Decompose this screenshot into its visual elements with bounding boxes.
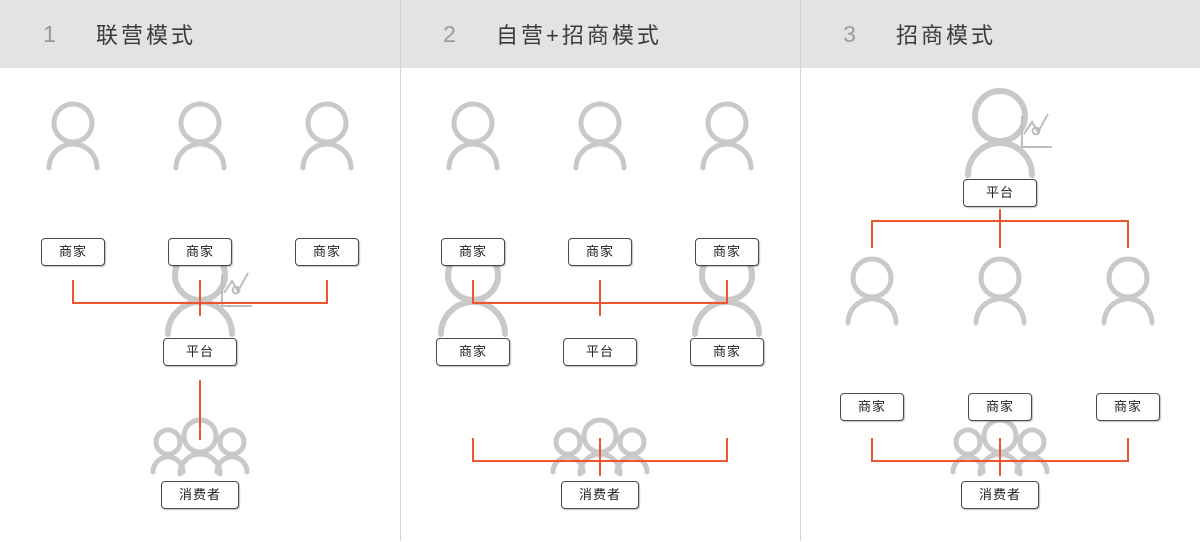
person-with-chart-icon — [965, 88, 1035, 178]
header-row: 1 联营模式 2 自营+招商模式 3 招商模式 — [0, 0, 1200, 68]
header-title-3: 招商模式 — [896, 23, 997, 48]
chip-platform-top[interactable]: 平台 — [963, 179, 1037, 207]
panel-1: 商家 商家 商家 平台 消费者 — [0, 68, 400, 542]
chip-merchant-mid-right[interactable]: 商家 — [690, 338, 764, 366]
chip-merchant-mid-right[interactable]: 商家 — [1096, 393, 1160, 421]
chip-merchant-top-left[interactable]: 商家 — [41, 238, 105, 266]
chip-consumer-bottom[interactable]: 消费者 — [161, 481, 239, 509]
person-icon — [446, 101, 500, 171]
header-cell-2: 2 自营+招商模式 — [400, 0, 800, 68]
connector-lines — [72, 280, 328, 440]
person-icon — [300, 101, 354, 171]
chip-merchant-mid-left[interactable]: 商家 — [436, 338, 510, 366]
header-number-2: 2 — [443, 20, 457, 47]
chip-merchant-mid-left[interactable]: 商家 — [840, 393, 904, 421]
chip-merchant-top-right[interactable]: 商家 — [695, 238, 759, 266]
chip-merchant-mid-center[interactable]: 商家 — [968, 393, 1032, 421]
panel-3: 平台 商家 商家 商家 消费者 — [800, 68, 1200, 542]
person-icon — [573, 101, 627, 171]
header-title-1: 联营模式 — [96, 23, 197, 48]
chip-merchant-top-center[interactable]: 商家 — [168, 238, 232, 266]
panel-2: 商家 商家 商家 商家 平台 商家 消费者 — [400, 68, 800, 542]
chip-platform-middle[interactable]: 平台 — [163, 338, 237, 366]
person-icon — [845, 256, 899, 326]
connector-lines — [472, 280, 728, 476]
header-number-1: 1 — [43, 20, 57, 47]
person-icon — [173, 101, 227, 171]
header-title-2: 自营+招商模式 — [496, 23, 662, 48]
panel-3-graphics — [845, 88, 1155, 477]
connector-lines — [871, 209, 1129, 476]
chip-merchant-top-right[interactable]: 商家 — [295, 238, 359, 266]
chip-consumer-bottom[interactable]: 消费者 — [561, 481, 639, 509]
chip-merchant-top-center[interactable]: 商家 — [568, 238, 632, 266]
chip-platform-mid-center[interactable]: 平台 — [563, 338, 637, 366]
panel-1-graphics — [46, 101, 354, 477]
panels-row: 商家 商家 商家 平台 消费者 — [0, 68, 1200, 542]
person-icon — [1101, 256, 1155, 326]
chart-badge-icon — [1021, 113, 1052, 148]
chip-merchant-top-left[interactable]: 商家 — [441, 238, 505, 266]
chart-badge-icon — [221, 272, 252, 307]
panel-2-graphics — [438, 101, 762, 477]
person-icon — [46, 101, 100, 171]
person-icon — [700, 101, 754, 171]
header-cell-1: 1 联营模式 — [0, 0, 400, 68]
person-icon — [973, 256, 1027, 326]
header-cell-3: 3 招商模式 — [800, 0, 1200, 68]
header-number-3: 3 — [843, 20, 857, 47]
chip-consumer-bottom[interactable]: 消费者 — [961, 481, 1039, 509]
